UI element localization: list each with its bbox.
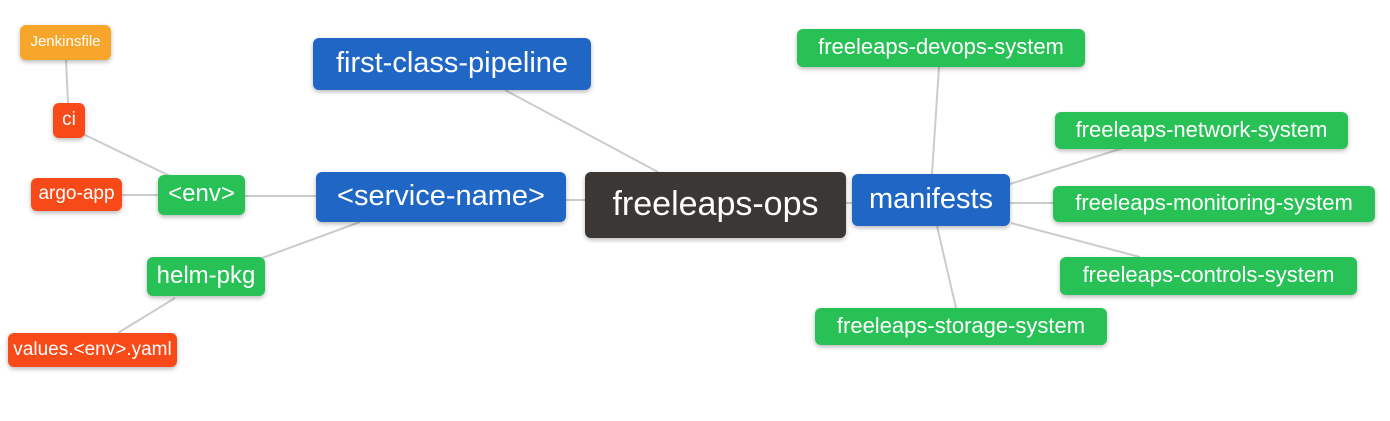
node-label-values-env-yaml: values.<env>.yaml [13,338,172,360]
node-freeleaps-monitoring-system[interactable]: freeleaps-monitoring-system [1053,186,1375,222]
node-label-freeleaps-devops-system: freeleaps-devops-system [818,34,1064,59]
edge-ci-env [82,133,173,178]
node-label-freeleaps-controls-system: freeleaps-controls-system [1082,262,1335,287]
node-values-env-yaml[interactable]: values.<env>.yaml [8,333,177,367]
node-first-class-pipeline[interactable]: first-class-pipeline [313,38,591,90]
node-ci[interactable]: ci [53,103,85,138]
node-freeleaps-storage-system[interactable]: freeleaps-storage-system [815,308,1107,345]
node-label-freeleaps-network-system: freeleaps-network-system [1075,116,1328,142]
node-jenkinsfile[interactable]: Jenkinsfile [20,25,111,60]
node-label-first-class-pipeline: first-class-pipeline [335,46,569,79]
node-env[interactable]: <env> [158,175,245,215]
node-label-helm-pkg: helm-pkg [156,261,256,289]
node-freeleaps-network-system[interactable]: freeleaps-network-system [1055,112,1348,149]
node-service-name[interactable]: <service-name> [316,172,566,222]
edge-first-class-pipeline-freeleaps-ops [504,89,659,173]
node-freeleaps-devops-system[interactable]: freeleaps-devops-system [797,29,1085,67]
node-label-freeleaps-storage-system: freeleaps-storage-system [836,312,1086,338]
edge-jenkinsfile-ci [65,59,69,104]
node-freeleaps-controls-system[interactable]: freeleaps-controls-system [1060,257,1357,295]
node-label-env: <env> [168,180,235,207]
node-helm-pkg[interactable]: helm-pkg [147,257,265,296]
node-label-ci: ci [62,109,76,130]
node-manifests[interactable]: manifests [852,174,1010,226]
edge-manifests-freeleaps-controls-system [1010,222,1141,258]
node-label-freeleaps-monitoring-system: freeleaps-monitoring-system [1075,190,1353,215]
node-label-manifests: manifests [868,182,994,215]
edge-manifests-freeleaps-network-system [1009,147,1124,185]
node-label-service-name: <service-name> [337,179,545,212]
node-argo-app[interactable]: argo-app [31,178,122,211]
edge-manifests-freeleaps-storage-system [936,225,957,309]
edge-manifests-freeleaps-devops-system [931,66,940,175]
node-label-jenkinsfile: Jenkinsfile [30,33,101,50]
edge-service-name-helm-pkg [261,221,361,259]
node-label-argo-app: argo-app [38,183,115,204]
edge-helm-pkg-values-env-yaml [117,297,176,334]
node-label-freeleaps-ops: freeleaps-ops [612,185,819,223]
node-freeleaps-ops[interactable]: freeleaps-ops [585,172,846,238]
